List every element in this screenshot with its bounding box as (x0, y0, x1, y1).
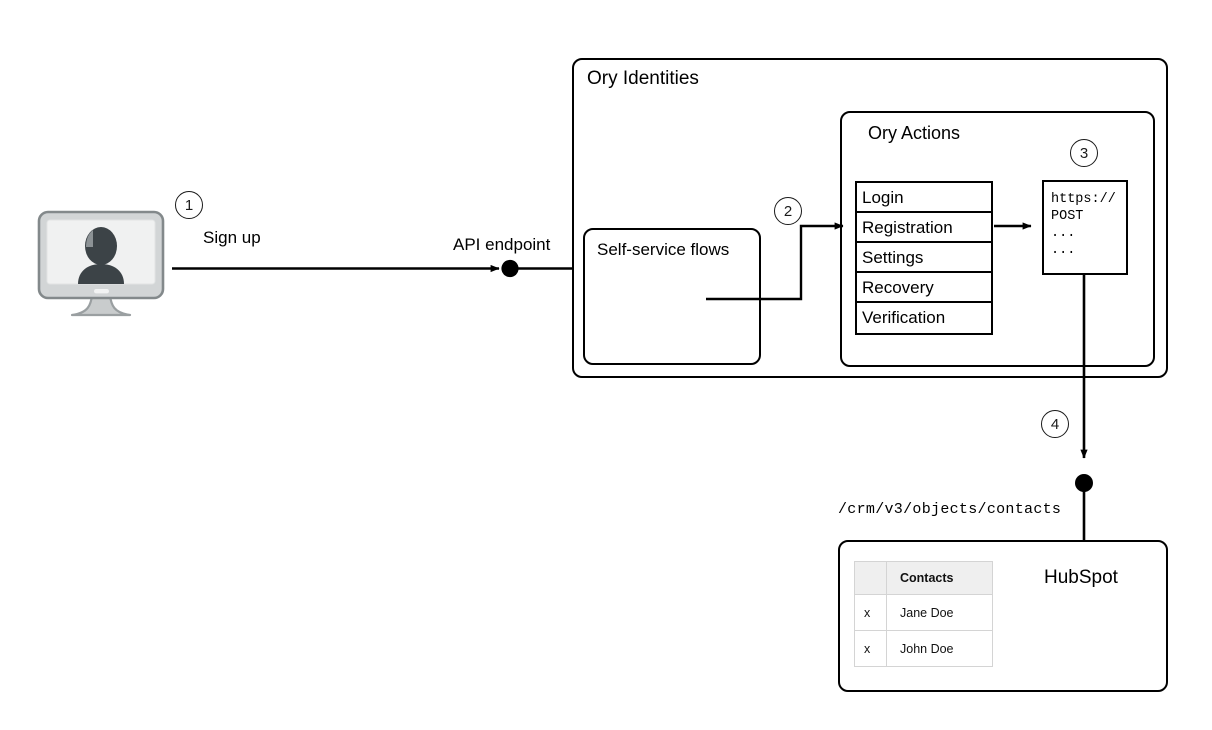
api-endpoint-label: API endpoint (453, 235, 551, 254)
table-row[interactable]: x Jane Doe (854, 594, 993, 631)
hubspot-container (838, 540, 1168, 692)
hubspot-endpoint-path: /crm/v3/objects/contacts (838, 501, 1062, 518)
flow-list: Login Registration Settings Recovery Ver… (855, 181, 993, 335)
monitor-user-icon (36, 209, 166, 321)
webhook-line-ellipsis-1: ... (1051, 226, 1076, 241)
flow-row-registration[interactable]: Registration (857, 213, 991, 243)
arrow-flows-to-registration (706, 222, 844, 301)
step-marker-4: 4 (1041, 410, 1069, 438)
step-marker-2: 2 (774, 197, 802, 225)
hubspot-title: HubSpot (1044, 567, 1118, 588)
table-row[interactable]: x John Doe (854, 630, 993, 667)
contacts-table-header-row: Contacts (854, 561, 993, 595)
self-service-flows-box (583, 228, 761, 365)
step-marker-1: 1 (175, 191, 203, 219)
contacts-header-contacts: Contacts (886, 561, 993, 595)
ory-identities-title: Ory Identities (587, 68, 699, 89)
self-service-flows-title: Self-service flows (597, 240, 730, 259)
webhook-line-url: https:// (1051, 192, 1116, 207)
contact-row-name: Jane Doe (886, 594, 993, 631)
webhook-line-ellipsis-2: ... (1051, 243, 1076, 258)
ory-actions-container (840, 111, 1155, 367)
webhook-line-method: POST (1051, 209, 1084, 224)
signup-label: Sign up (203, 228, 261, 247)
contact-row-name: John Doe (886, 630, 993, 667)
step-marker-3: 3 (1070, 139, 1098, 167)
flow-row-settings[interactable]: Settings (857, 243, 991, 273)
contacts-header-mark (854, 561, 887, 595)
contact-row-mark: x (854, 594, 887, 631)
flow-row-recovery[interactable]: Recovery (857, 273, 991, 303)
ory-actions-title: Ory Actions (868, 123, 961, 143)
webhook-code-box: https:// POST ... ... (1042, 180, 1128, 275)
contact-row-mark: x (854, 630, 887, 667)
flow-row-login[interactable]: Login (857, 183, 991, 213)
flow-row-verification[interactable]: Verification (857, 303, 991, 333)
ory-identities-container (572, 58, 1168, 378)
contacts-table: Contacts x Jane Doe x John Doe (854, 561, 993, 667)
